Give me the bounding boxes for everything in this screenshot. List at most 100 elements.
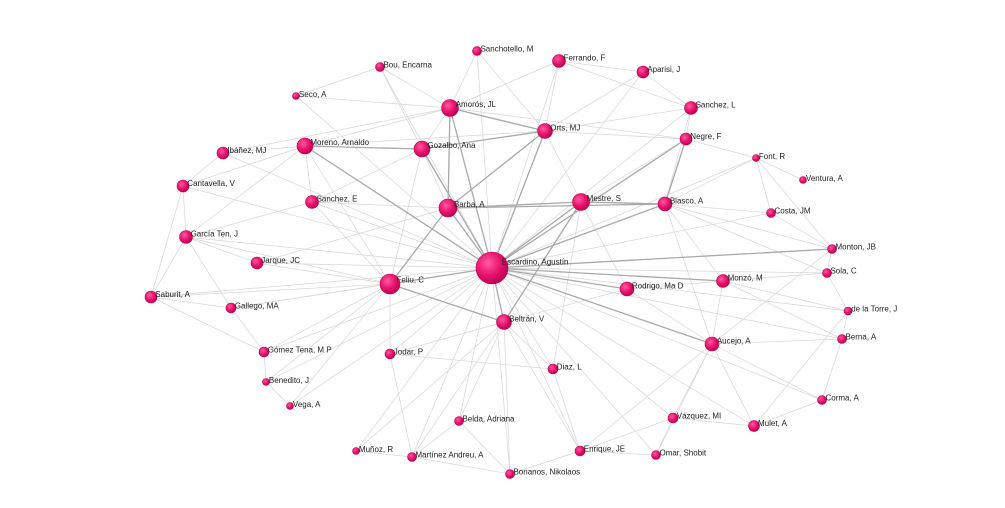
node-beltran[interactable]: Beltrán, V xyxy=(496,314,545,330)
node-circle-munoz[interactable] xyxy=(352,447,360,455)
node-circle-ventura[interactable] xyxy=(799,176,807,184)
node-gomeztena[interactable]: Gómez Tena, M P xyxy=(258,345,332,358)
node-circle-omar[interactable] xyxy=(651,450,661,460)
node-jodar[interactable]: Jodar, P xyxy=(384,347,423,360)
node-corma[interactable]: Corma, A xyxy=(817,393,860,405)
node-circle-vazquez[interactable] xyxy=(667,412,679,424)
node-benedito[interactable]: Benedito, J xyxy=(262,376,309,386)
node-circle-jodar[interactable] xyxy=(384,348,396,360)
node-circle-beltran[interactable] xyxy=(496,314,512,330)
node-circle-sola[interactable] xyxy=(822,268,832,278)
node-bonanos[interactable]: Bonanos, Nikolaos xyxy=(505,467,581,479)
node-gozalbo[interactable]: Gozalbo, Ana xyxy=(413,140,476,158)
node-vazquez[interactable]: Vázquez, MI xyxy=(667,411,721,424)
node-orts[interactable]: Orts, MJ xyxy=(537,123,581,139)
node-circle-monzo[interactable] xyxy=(716,274,730,288)
node-monton[interactable]: Monton, JB xyxy=(827,242,876,254)
node-sola[interactable]: Sola, C xyxy=(822,266,857,278)
node-circle-bonanos[interactable] xyxy=(505,469,515,479)
node-mestre[interactable]: Mestre, S xyxy=(572,193,621,211)
node-seco[interactable]: Seco, A xyxy=(292,90,328,100)
node-circle-aucejo[interactable] xyxy=(704,336,720,352)
node-circle-orts[interactable] xyxy=(537,123,553,139)
node-circle-ibanez[interactable] xyxy=(216,146,230,160)
node-negre[interactable]: Negre, F xyxy=(679,132,722,146)
node-circle-saburit[interactable] xyxy=(144,290,158,304)
node-circle-feliu[interactable] xyxy=(379,273,401,295)
node-escardino[interactable]: Escardino, Agustín xyxy=(475,251,569,285)
node-circle-sanchotello[interactable] xyxy=(472,46,482,56)
node-circle-garciaten[interactable] xyxy=(179,230,193,244)
node-moreno[interactable]: Moreno, Arnaldo xyxy=(296,137,370,155)
node-circle-aparisi[interactable] xyxy=(636,65,650,79)
node-circle-rodrigo[interactable] xyxy=(619,281,635,297)
node-garciaten[interactable]: García Ten, J xyxy=(179,230,239,244)
node-circle-gozalbo[interactable] xyxy=(413,140,431,158)
node-circle-mestre[interactable] xyxy=(572,193,590,211)
node-bou[interactable]: Bou, Encarna xyxy=(375,60,433,72)
node-blasco[interactable]: Blasco, A xyxy=(657,196,704,212)
edge-escardino-aucejo xyxy=(491,267,713,345)
node-feliu[interactable]: Feliu, C xyxy=(379,273,424,295)
node-circle-negre[interactable] xyxy=(679,132,693,146)
node-mulet[interactable]: Mulet, A xyxy=(748,419,788,432)
node-monzo[interactable]: Monzó, M xyxy=(716,274,764,288)
node-enrique[interactable]: Enrique, JE xyxy=(574,444,625,457)
node-circle-blasco[interactable] xyxy=(657,196,673,212)
node-circle-jarque[interactable] xyxy=(250,256,264,270)
node-circle-font[interactable] xyxy=(752,154,760,162)
node-circle-gomeztena[interactable] xyxy=(258,346,270,358)
node-circle-amoros[interactable] xyxy=(441,99,459,117)
node-martinez[interactable]: Martínez Andreu, A xyxy=(407,450,485,462)
node-diaz[interactable]: Diaz, L xyxy=(547,362,582,375)
node-circle-sanchezE[interactable] xyxy=(305,195,319,209)
node-circle-seco[interactable] xyxy=(292,92,300,100)
node-circle-moreno[interactable] xyxy=(296,137,314,155)
node-circle-sanchezL[interactable] xyxy=(684,101,698,115)
node-sanchezE[interactable]: Sanchez, E xyxy=(305,195,358,209)
node-sanchezL[interactable]: Sanchez, L xyxy=(684,101,737,115)
node-circle-monton[interactable] xyxy=(827,244,837,254)
node-aparisi[interactable]: Aparisi, J xyxy=(636,65,680,79)
node-rodrigo[interactable]: Rodrigo, Ma D xyxy=(619,281,684,297)
node-amoros[interactable]: Amorós, JL xyxy=(441,99,497,117)
node-circle-cantavella[interactable] xyxy=(176,179,190,193)
node-circle-gallego[interactable] xyxy=(225,302,237,314)
node-jarque[interactable]: Jarque, JC xyxy=(250,256,300,270)
node-gallego[interactable]: Gallego, MA xyxy=(225,301,279,314)
node-font[interactable]: Font, R xyxy=(752,152,786,162)
node-omar[interactable]: Omar, Shobit xyxy=(651,448,707,460)
node-sanchotello[interactable]: Sanchotello, M xyxy=(472,44,534,56)
node-circle-diaz[interactable] xyxy=(547,363,559,375)
node-circle-berna[interactable] xyxy=(837,334,847,344)
node-ferrando[interactable]: Ferrando, F xyxy=(552,54,606,68)
node-circle-bou[interactable] xyxy=(375,62,385,72)
node-circle-vega[interactable] xyxy=(286,402,294,410)
node-costa[interactable]: Costa, JM xyxy=(766,206,811,218)
node-circle-belda[interactable] xyxy=(454,416,464,426)
node-circle-escardino[interactable] xyxy=(475,251,509,285)
edge-gozalbo-feliu xyxy=(389,148,423,285)
node-berna[interactable]: Berna, A xyxy=(837,332,877,344)
edge-monton-font xyxy=(755,157,833,250)
node-circle-mulet[interactable] xyxy=(748,420,760,432)
node-saburit[interactable]: Saburit, A xyxy=(144,290,191,304)
node-vega[interactable]: Vega, A xyxy=(286,400,322,410)
node-circle-benedito[interactable] xyxy=(262,378,270,386)
node-cantavella[interactable]: Cantavella, V xyxy=(176,179,236,193)
node-circle-delatorre[interactable] xyxy=(843,306,853,316)
node-delatorre[interactable]: de la Torre, J xyxy=(843,305,897,316)
edge-blasco-sola xyxy=(664,203,828,274)
node-circle-corma[interactable] xyxy=(817,395,827,405)
node-circle-costa[interactable] xyxy=(766,208,776,218)
node-circle-ferrando[interactable] xyxy=(552,54,566,68)
node-munoz[interactable]: Muñoz, R xyxy=(352,445,394,455)
node-barba[interactable]: Barba, A xyxy=(438,198,485,218)
node-belda[interactable]: Belda, Adriana xyxy=(454,414,516,426)
node-circle-barba[interactable] xyxy=(438,198,458,218)
node-ventura[interactable]: Ventura, A xyxy=(799,174,844,184)
node-circle-martinez[interactable] xyxy=(407,452,417,462)
node-ibanez[interactable]: Ibáñez, MJ xyxy=(216,146,266,160)
node-aucejo[interactable]: Aucejo, A xyxy=(704,336,751,352)
node-circle-enrique[interactable] xyxy=(574,445,586,457)
